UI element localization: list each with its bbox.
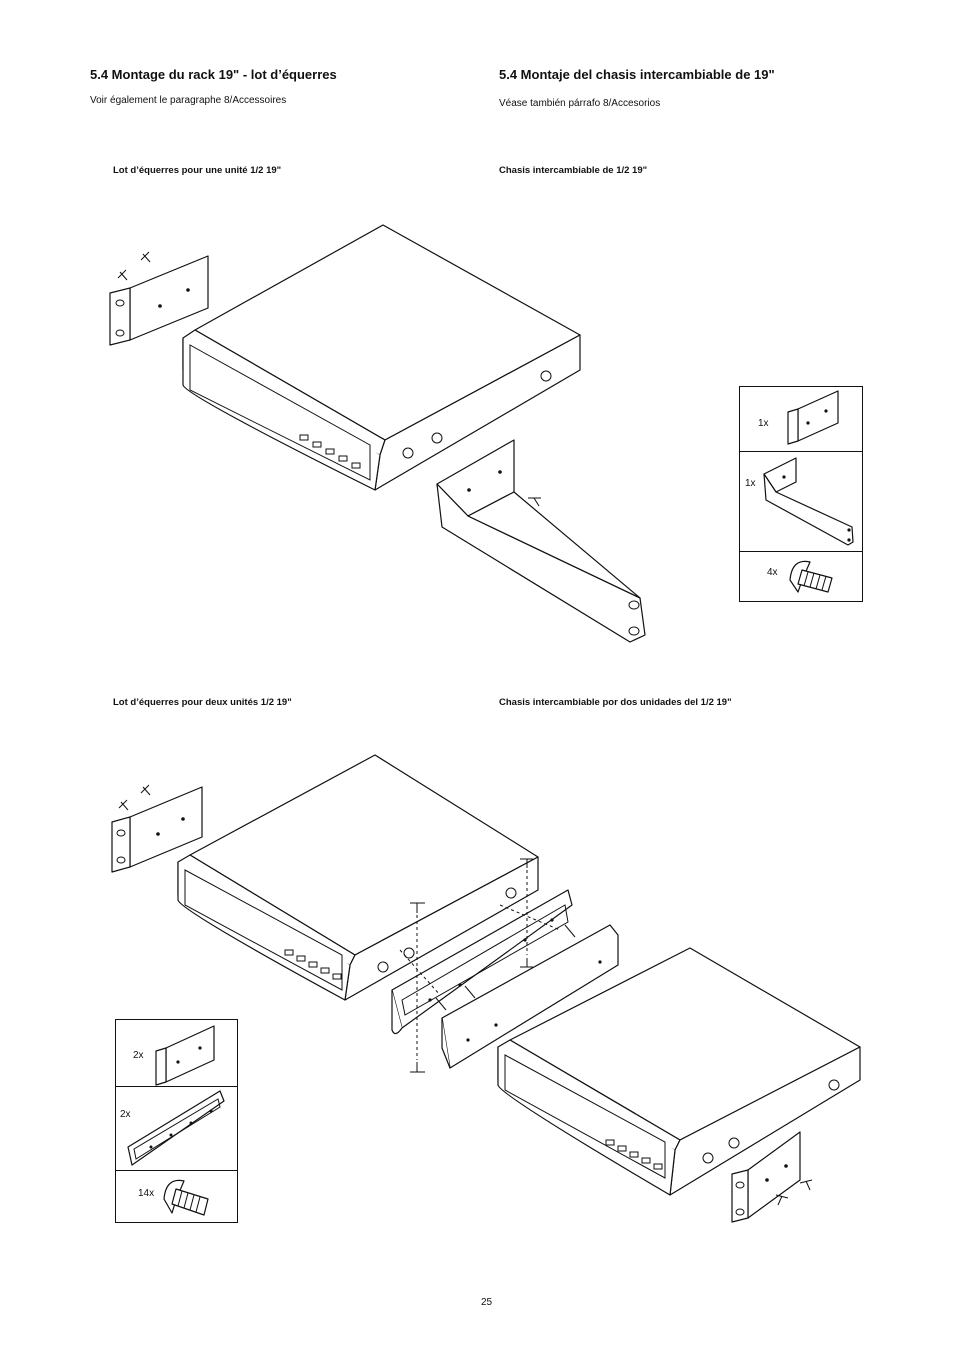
kit-row-screws: 4x: [740, 552, 862, 601]
screw-icon: [117, 251, 151, 281]
screw-icon: [410, 858, 576, 1073]
rail-bracket: [441, 924, 619, 1069]
kit-row-rail: 2x: [116, 1087, 237, 1171]
qty-rail-double: 2x: [120, 1109, 131, 1120]
screw-icon: [163, 1179, 209, 1216]
device-unit-2: [497, 947, 861, 1196]
qty-bracket-single: 1x: [758, 418, 769, 429]
kit-row-rail: 1x: [740, 452, 862, 552]
screw-icon: [528, 497, 541, 507]
kit-box-single: 1x 1x 4x: [739, 386, 863, 602]
bracket-icon: [111, 786, 203, 873]
rail-icon: [763, 457, 854, 546]
rail-bracket: [436, 439, 646, 643]
note-fr: Voir également le paragraphe 8/Accessoir…: [90, 95, 287, 106]
qty-rail-single: 1x: [745, 478, 756, 489]
qty-screws-single: 4x: [767, 567, 778, 578]
device-unit: [182, 224, 581, 491]
kit-box-double: 2x 2x 14x: [115, 1019, 238, 1223]
heading-es: 5.4 Montaje del chasis intercambiable de…: [499, 67, 775, 82]
bracket-icon: [109, 255, 209, 346]
kit-row-screws: 14x: [116, 1171, 237, 1222]
single-unit-illustration: [109, 224, 646, 643]
caption-single-es: Chasis intercambiable de 1/2 19": [499, 165, 648, 176]
bracket-icon: [731, 1131, 801, 1223]
qty-screws-double: 14x: [138, 1188, 155, 1199]
bracket-icon: [155, 1025, 215, 1086]
kit-row-bracket: 2x: [116, 1020, 237, 1087]
caption-single-fr: Lot d’équerres pour une unité 1/2 19": [113, 165, 282, 176]
rail-icon: [127, 1090, 225, 1166]
heading-fr: 5.4 Montage du rack 19" - lot d’équerres: [90, 67, 337, 82]
screw-icon: [789, 560, 833, 593]
device-unit-1: [177, 754, 539, 1001]
screw-icon: [118, 784, 151, 811]
qty-bracket-double: 2x: [133, 1050, 144, 1061]
page-number: 25: [481, 1297, 493, 1308]
bracket-icon: [787, 390, 839, 445]
note-es: Véase también párrafo 8/Accesorios: [499, 98, 661, 109]
kit-row-bracket: 1x: [740, 387, 862, 452]
screw-icon: [775, 1179, 813, 1206]
caption-double-fr: Lot d’équerres pour deux unités 1/2 19": [113, 697, 292, 708]
caption-double-es: Chasis intercambiable por dos unidades d…: [499, 697, 732, 708]
